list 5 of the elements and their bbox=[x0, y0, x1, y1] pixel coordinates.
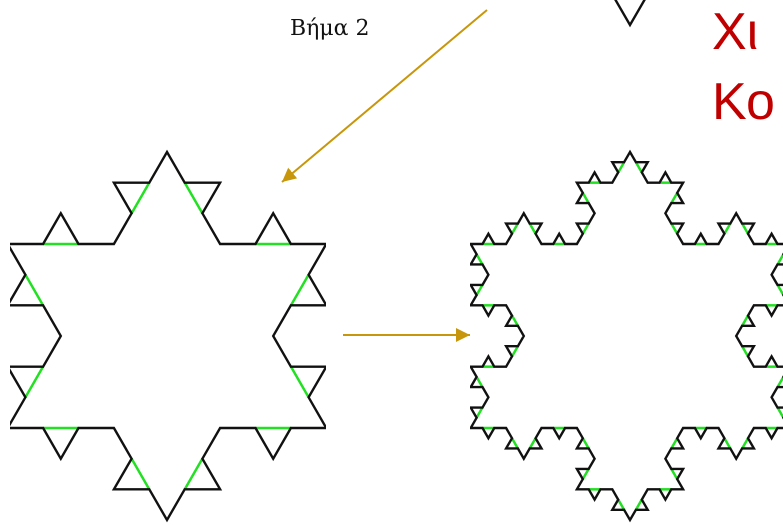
title-text: Χι bbox=[712, 6, 758, 58]
arrow bbox=[343, 328, 470, 342]
arrow bbox=[281, 9, 488, 183]
title-text: Κο bbox=[712, 76, 775, 128]
edge-label: Βήμα 2 bbox=[290, 16, 370, 41]
